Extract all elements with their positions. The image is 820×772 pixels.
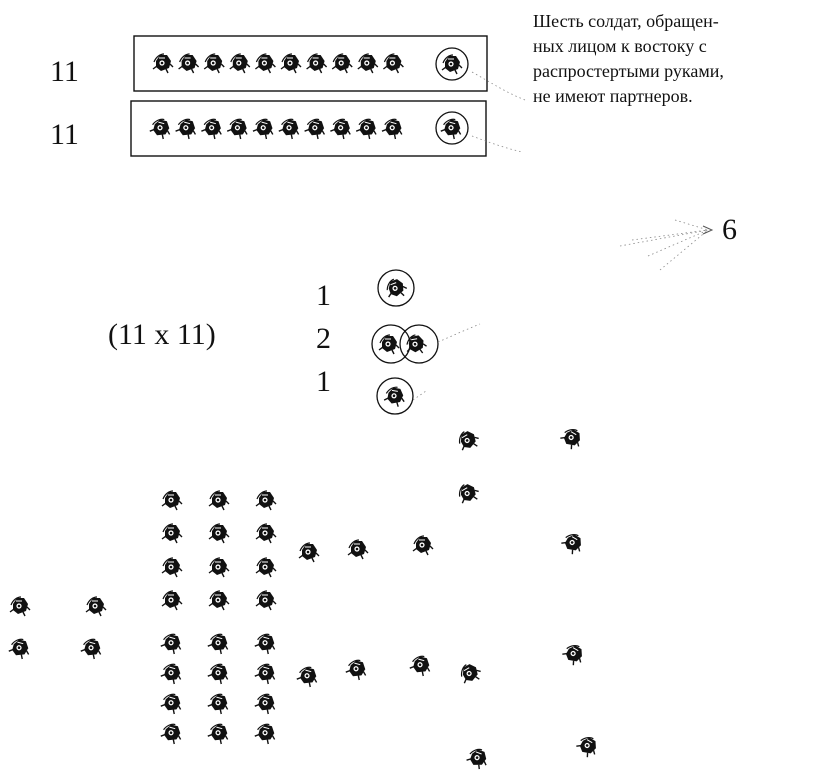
field-soldier-41 [559, 640, 588, 669]
bottom-row-soldier-3 [199, 116, 226, 141]
note-line-1: Шесть солдат, обращен- [533, 11, 719, 31]
field-soldier-23 [206, 721, 232, 746]
field-soldier-5 [208, 523, 230, 544]
field-soldier-8 [208, 557, 230, 578]
note-line-2: ных лицом к востоку с [533, 36, 707, 56]
bottom-row-soldier-8 [328, 116, 355, 141]
field-soldier-31 [412, 535, 434, 556]
field-soldier-28 [79, 636, 105, 661]
field-soldier-38 [464, 745, 492, 772]
top-row-soldier-8 [331, 53, 353, 74]
field-soldier-16 [159, 661, 185, 686]
bottom-ring-tail [412, 390, 427, 401]
center-soldier-2 [378, 334, 400, 355]
field-soldier-33 [344, 657, 370, 682]
top-row-soldiers [152, 53, 463, 75]
field-soldier-25 [9, 596, 31, 617]
center-soldier-1 [382, 275, 410, 302]
top-row-soldier-3 [203, 53, 225, 74]
field-soldier-1 [161, 490, 183, 511]
bottom-row-soldier-11 [439, 116, 465, 141]
field-soldier-34 [408, 653, 434, 678]
center-ring-bottom [376, 377, 414, 415]
field-soldier-13 [159, 631, 185, 656]
top-row-highlight-ring [435, 47, 469, 81]
top-row-soldier-10 [382, 53, 405, 74]
top-row-soldier-5 [254, 53, 277, 74]
top-row-soldier-4 [229, 53, 251, 74]
bottom-row-soldiers [148, 116, 465, 141]
field-soldier-42 [573, 732, 602, 761]
field-soldier-7 [161, 557, 183, 578]
top-row-soldier-2 [177, 53, 200, 74]
top-ring-leader [471, 71, 526, 101]
bottom-row-soldier-5 [251, 116, 277, 141]
bottom-row-soldier-1 [148, 116, 174, 141]
field-soldier-15 [253, 631, 279, 656]
top-row-box [133, 35, 488, 92]
count-one-top: 1 [316, 279, 331, 312]
center-ring-top [377, 269, 415, 307]
center-ring-right [399, 324, 439, 364]
field-soldier-12 [255, 590, 277, 611]
field-soldier-24 [253, 721, 279, 746]
bottom-row-soldier-2 [173, 116, 200, 141]
field-soldier-36 [454, 479, 483, 508]
center-ring-leader [437, 323, 481, 343]
top-row-count: 11 [50, 55, 79, 88]
bottom-row-soldier-7 [302, 116, 329, 141]
top-row-soldier-9 [357, 53, 379, 74]
field-soldier-3 [255, 490, 277, 511]
field-soldier-32 [295, 664, 321, 689]
field-soldier-37 [456, 659, 485, 688]
field-soldier-4 [161, 523, 183, 544]
field-soldier-39 [557, 424, 586, 453]
field-soldier-20 [206, 691, 232, 716]
field-soldier-21 [253, 691, 279, 716]
field-soldier-10 [161, 590, 183, 611]
top-row-soldier-1 [152, 53, 174, 74]
field-soldier-30 [347, 539, 369, 560]
field-soldier-2 [208, 490, 230, 511]
top-row-soldier-11 [441, 54, 463, 75]
field-soldier-27 [7, 636, 33, 661]
field-soldier-40 [558, 529, 587, 558]
top-row-soldier-6 [280, 53, 302, 74]
field-soldier-29 [298, 542, 320, 563]
bottom-ring-leader [471, 135, 523, 153]
field-soldier-18 [253, 661, 279, 686]
bottom-row-soldier-4 [225, 116, 252, 141]
multiplication-label: (11 x 11) [108, 318, 216, 351]
bottom-row-box [130, 100, 487, 157]
note-line-4: не имеют партнеров. [533, 86, 693, 106]
center-ring-soldiers [378, 275, 429, 409]
field-soldier-19 [159, 691, 185, 716]
bottom-row-soldier-9 [354, 116, 381, 141]
top-row-soldier-7 [305, 53, 328, 74]
bottom-row-count: 11 [50, 118, 79, 151]
count-one-bottom: 1 [316, 365, 331, 398]
bottom-row-soldier-10 [380, 116, 406, 141]
bottom-row-highlight-ring [435, 111, 469, 145]
count-two: 2 [316, 322, 331, 355]
center-soldier-4 [382, 384, 408, 409]
field-soldier-6 [255, 523, 277, 544]
field-soldier-17 [206, 661, 232, 686]
convergence-arrow [619, 219, 714, 271]
note-line-3: распростертыми руками, [533, 61, 724, 81]
field-soldier-35 [454, 426, 483, 455]
field-soldier-11 [208, 590, 230, 611]
field-soldier-22 [159, 721, 185, 746]
arrow-label: 6 [722, 213, 737, 246]
field-soldier-9 [255, 557, 277, 578]
bottom-row-soldier-6 [277, 116, 303, 141]
field-soldier-26 [85, 596, 107, 617]
field-soldiers [7, 424, 602, 772]
field-soldier-14 [206, 631, 232, 656]
